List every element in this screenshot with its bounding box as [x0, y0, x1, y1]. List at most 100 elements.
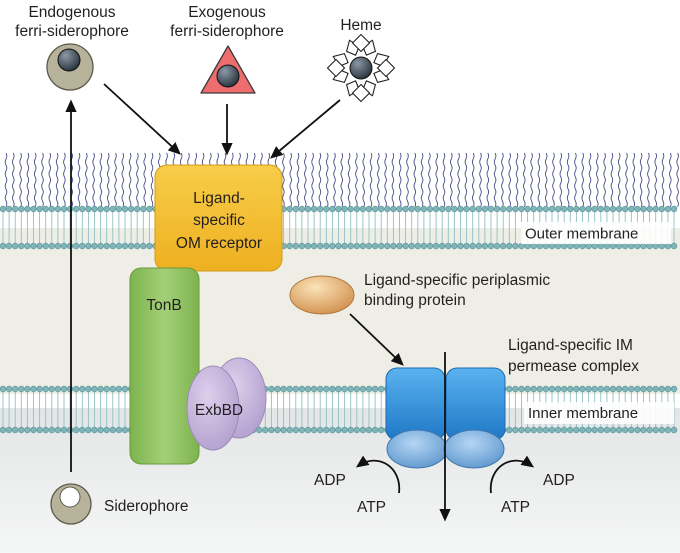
lipid-head — [506, 205, 513, 213]
lipid-head — [548, 426, 556, 434]
lps-chain — [420, 152, 424, 208]
lipid-head — [518, 385, 525, 393]
lps-chain — [85, 152, 88, 208]
lps-chain — [304, 152, 307, 208]
outer-membrane-label: Outer membrane — [525, 226, 638, 243]
lipid-head — [146, 205, 153, 213]
lps-chain — [552, 152, 555, 208]
lipid-head — [103, 385, 110, 393]
lipid-head — [48, 426, 55, 434]
lipid-head — [121, 385, 129, 393]
lipid-head — [353, 242, 360, 250]
lipid-head — [36, 205, 43, 213]
lps-chain — [384, 152, 387, 208]
lipid-head — [54, 242, 62, 250]
lipid-head — [664, 205, 672, 213]
lipid-head — [335, 426, 342, 434]
lipid-head — [652, 205, 659, 213]
lipid-head — [0, 385, 7, 393]
lipid-head — [310, 385, 318, 393]
lipid-head — [85, 426, 92, 434]
lps-chain — [398, 152, 402, 208]
heme-pyrrole — [351, 33, 371, 53]
lipid-head — [304, 205, 312, 213]
lipid-head — [640, 426, 647, 434]
lipid-head — [268, 385, 275, 393]
lps-chain — [369, 152, 373, 208]
lipid-head — [42, 205, 49, 213]
lipid-head — [24, 426, 31, 434]
lipid-head — [475, 242, 482, 250]
lps-chain — [654, 152, 657, 208]
lipid-head — [420, 242, 428, 250]
lipid-head — [573, 205, 580, 213]
lipid-head — [646, 385, 653, 393]
lipid-head — [420, 205, 428, 213]
lipid-head — [121, 426, 129, 434]
lps-chain — [442, 152, 446, 208]
lipid-head — [451, 242, 458, 250]
lipid-head — [353, 426, 360, 434]
lps-chain — [596, 152, 599, 208]
lipid-head — [359, 242, 367, 250]
lps-chain — [610, 152, 614, 208]
lps-chain — [77, 152, 81, 208]
lps-chain — [4, 152, 8, 208]
lipid-head — [329, 426, 336, 434]
adp-right-label: ADP — [543, 472, 575, 489]
lipid-head — [536, 426, 543, 434]
lipid-head — [506, 242, 513, 250]
lipid-head — [0, 205, 7, 213]
arrow-endogenous-to-receptor — [103, 83, 181, 155]
lipid-head — [280, 385, 287, 393]
lipid-head — [42, 385, 49, 393]
lipid-head — [518, 205, 525, 213]
lipid-head — [512, 426, 519, 434]
lps-chain — [559, 152, 563, 208]
lipid-head — [353, 205, 360, 213]
lps-chain — [92, 152, 95, 208]
lipid-head — [310, 426, 318, 434]
lps-chain — [464, 152, 468, 208]
lipid-head — [615, 426, 623, 434]
atpase-right — [443, 429, 505, 469]
om-receptor-label-line1: Ligand- — [193, 190, 245, 207]
lps-chain — [617, 152, 621, 208]
lps-chain — [340, 152, 344, 208]
lps-chain — [347, 152, 351, 208]
lps-chain — [544, 152, 548, 208]
atp-right-label: ATP — [501, 499, 530, 516]
lipid-head — [646, 426, 653, 434]
lipid-head — [286, 426, 293, 434]
lipid-head — [115, 426, 123, 434]
lipid-head — [274, 385, 281, 393]
lipid-head — [640, 385, 647, 393]
exogenous-label-line1: Exogenous — [188, 4, 266, 21]
lps-chain — [289, 152, 292, 208]
lipid-head — [359, 426, 367, 434]
lipid-head — [335, 385, 342, 393]
lipid-head — [85, 205, 92, 213]
lipid-head — [542, 426, 550, 434]
heme-label: Heme — [340, 17, 381, 34]
lipid-head — [341, 385, 348, 393]
lipid-head — [97, 242, 104, 250]
lipid-head — [91, 426, 98, 434]
lipid-head — [597, 205, 604, 213]
lipid-head — [323, 205, 330, 213]
lipid-head — [384, 205, 391, 213]
lipid-head — [310, 242, 318, 250]
lipid-head — [560, 426, 568, 434]
lps-chain — [33, 152, 37, 208]
lps-chain — [333, 152, 336, 208]
lipid-head — [30, 385, 37, 393]
lps-chain — [128, 152, 132, 208]
lipid-head — [439, 205, 446, 213]
endogenous-ferri-siderophore — [46, 43, 94, 91]
lipid-head — [11, 242, 19, 250]
lipid-head — [414, 242, 421, 250]
iron-icon — [57, 48, 81, 72]
lipid-head — [463, 205, 470, 213]
lipid-head — [72, 426, 80, 434]
lipid-head — [18, 426, 25, 434]
